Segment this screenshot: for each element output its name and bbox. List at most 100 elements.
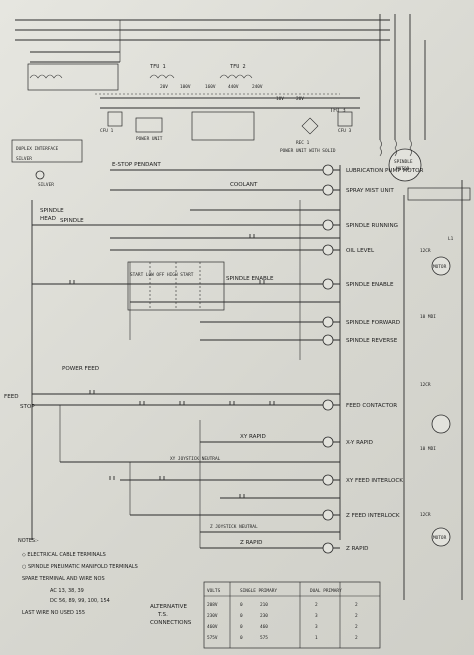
svg-text:DC 56, 89, 99, 100, 154: DC 56, 89, 99, 100, 154 [50,598,110,604]
table-cell: 0 [240,602,243,608]
svg-text:L1: L1 [448,236,454,242]
table-cell: 208V [207,602,218,608]
svg-text:240V: 240V [252,84,263,90]
table-cell: 575V [207,635,218,641]
svg-text:SPINDLE ENABLE: SPINDLE ENABLE [346,282,394,288]
table-cell: 1 [315,635,318,641]
table-cell: 575 [260,635,268,641]
svg-text:T.S.: T.S. [157,612,168,618]
svg-text:Z RAPID: Z RAPID [346,546,368,552]
rung-labels: E-STOP PENDANT COOLANT SPINDLE HEAD SPIN… [40,162,274,546]
svg-text:START LOW OFF HIGH START: START LOW OFF HIGH START [130,272,194,278]
svg-text:FEED CONTACTOR: FEED CONTACTOR [346,403,397,409]
notes: NOTES:- ◇ ELECTRICAL CABLE TERMINALS ○ S… [18,538,192,626]
table-cell: 3 [315,624,318,630]
selector-switch [127,261,225,311]
svg-text:10 MDI: 10 MDI [420,446,436,452]
ladder-rails [31,165,341,540]
svg-text:SPINDLE: SPINDLE [60,218,84,224]
svg-text:◇ ELECTRICAL CABLE TERMINALS: ◇ ELECTRICAL CABLE TERMINALS [22,552,106,558]
interface-block: DUPLEX INTERFACE SILVER SILVER [11,139,83,188]
svg-text:XY FEED INTERLOCK: XY FEED INTERLOCK [346,478,403,484]
tfu2-label: TFU 2 [230,64,246,70]
svg-text:DUPLEX INTERFACE: DUPLEX INTERFACE [16,146,59,152]
svg-text:CONNECTIONS: CONNECTIONS [150,620,192,626]
svg-text:SPINDLE: SPINDLE [40,208,64,214]
svg-text:440V: 440V [228,84,239,90]
svg-text:POWER FEED: POWER FEED [62,366,99,372]
svg-text:Z FEED INTERLOCK: Z FEED INTERLOCK [346,513,400,519]
control-bus: CFU 1 CFU 3 POWER UNIT REC 1 POWER UNIT … [95,93,360,154]
svg-text:XY JOYSTICK NEUTRAL: XY JOYSTICK NEUTRAL [170,456,221,462]
table-cell: 460V [207,624,218,630]
svg-text:VOLTS: VOLTS [207,588,221,594]
tfu3-label: TFU 3 [330,108,346,114]
svg-text:XY RAPID: XY RAPID [240,434,266,440]
svg-text:E-STOP PENDANT: E-STOP PENDANT [112,162,161,168]
table-cell: 2 [315,602,318,608]
voltage-table-rows: 208V 0 210 2 2 230V 0 230 3 2 460V 0 460 3 2 575V 0 575 1 2 [207,602,358,641]
svg-text:DUAL PRIMARY: DUAL PRIMARY [310,588,342,594]
table-cell: 0 [240,624,243,630]
svg-text:160V: 160V [205,84,216,90]
table-cell: 0 [240,613,243,619]
svg-text:20V: 20V [296,96,304,102]
svg-text:100V: 100V [180,84,191,90]
left-rail-labels: FEED SPINDLE STOP [4,218,84,410]
svg-text:12CR: 12CR [420,512,431,518]
table-cell: 460 [260,624,268,630]
table-cell: 2 [355,602,358,608]
svg-text:SPINDLE: SPINDLE [394,159,413,165]
table-cell: 230 [260,613,268,619]
table-cell: 0 [240,635,243,641]
svg-text:SILVER: SILVER [16,156,32,162]
svg-text:FEED: FEED [4,394,19,400]
svg-text:MOTOR: MOTOR [433,535,447,541]
svg-text:CFU 1: CFU 1 [100,128,114,134]
svg-text:SPINDLE REVERSE: SPINDLE REVERSE [346,338,398,344]
svg-text:SPINDLE RUNNING: SPINDLE RUNNING [346,223,398,229]
spindle-motor: SPINDLE MOTOR [379,139,422,182]
svg-text:SPRAY MIST UNIT: SPRAY MIST UNIT [346,188,394,194]
svg-text:SPINDLE FORWARD: SPINDLE FORWARD [346,320,400,326]
svg-text:X-Y RAPID: X-Y RAPID [346,440,373,446]
rung-outputs: LUBRICATION PUMP MOTOR SPRAY MIST UNIT S… [346,168,424,552]
svg-text:LAST WIRE NO USED 155: LAST WIRE NO USED 155 [22,610,85,616]
table-cell: 2 [355,635,358,641]
svg-text:SPARE TERMINAL AND WIRE NOS: SPARE TERMINAL AND WIRE NOS [22,576,105,582]
svg-text:Z RAPID: Z RAPID [240,540,262,546]
svg-text:POWER UNIT WITH SOLID: POWER UNIT WITH SOLID [280,148,336,154]
ladder-rungs [32,169,340,549]
table-cell: 3 [315,613,318,619]
svg-text:REC 1: REC 1 [296,140,310,146]
svg-text:STOP: STOP [20,404,35,410]
svg-text:10V: 10V [276,96,284,102]
svg-text:SPINDLE ENABLE: SPINDLE ENABLE [226,276,274,282]
svg-text:COOLANT: COOLANT [230,182,258,188]
svg-text:20V: 20V [160,84,168,90]
table-cell: 230V [207,613,218,619]
svg-text:Z JOYSTICK NEUTRAL: Z JOYSTICK NEUTRAL [210,524,258,530]
svg-text:HEAD: HEAD [40,216,56,222]
table-cell: 2 [355,613,358,619]
svg-text:LUBRICATION PUMP MOTOR: LUBRICATION PUMP MOTOR [346,168,424,174]
svg-text:MOTOR: MOTOR [396,166,410,172]
table-cell: 210 [260,602,268,608]
right-panel: 12CR L1 MOTOR 10 MDI 12CR 10 MDI MOTOR 1… [403,180,471,600]
svg-text:CFU 3: CFU 3 [338,128,352,134]
voltage-table: VOLTS SINGLE PRIMARY DUAL PRIMARY [203,581,381,649]
svg-text:OIL LEVEL: OIL LEVEL [346,248,375,254]
table-cell: 2 [355,624,358,630]
coils [322,164,334,554]
svg-text:12CR: 12CR [420,382,431,388]
svg-text:○ SPINDLE PNEUMATIC MANIFOLD T: ○ SPINDLE PNEUMATIC MANIFOLD TERMINALS [22,564,138,570]
svg-text:SINGLE PRIMARY: SINGLE PRIMARY [240,588,277,594]
svg-text:ALTERNATIVE: ALTERNATIVE [150,604,187,610]
svg-text:SILVER: SILVER [38,182,54,188]
power-bus [15,14,426,140]
contacts [69,234,275,498]
transformers: TFU 1 TFU 2 TFU 3 20V 100V 160V 440V 240… [27,63,346,114]
svg-text:POWER UNIT: POWER UNIT [136,136,163,142]
